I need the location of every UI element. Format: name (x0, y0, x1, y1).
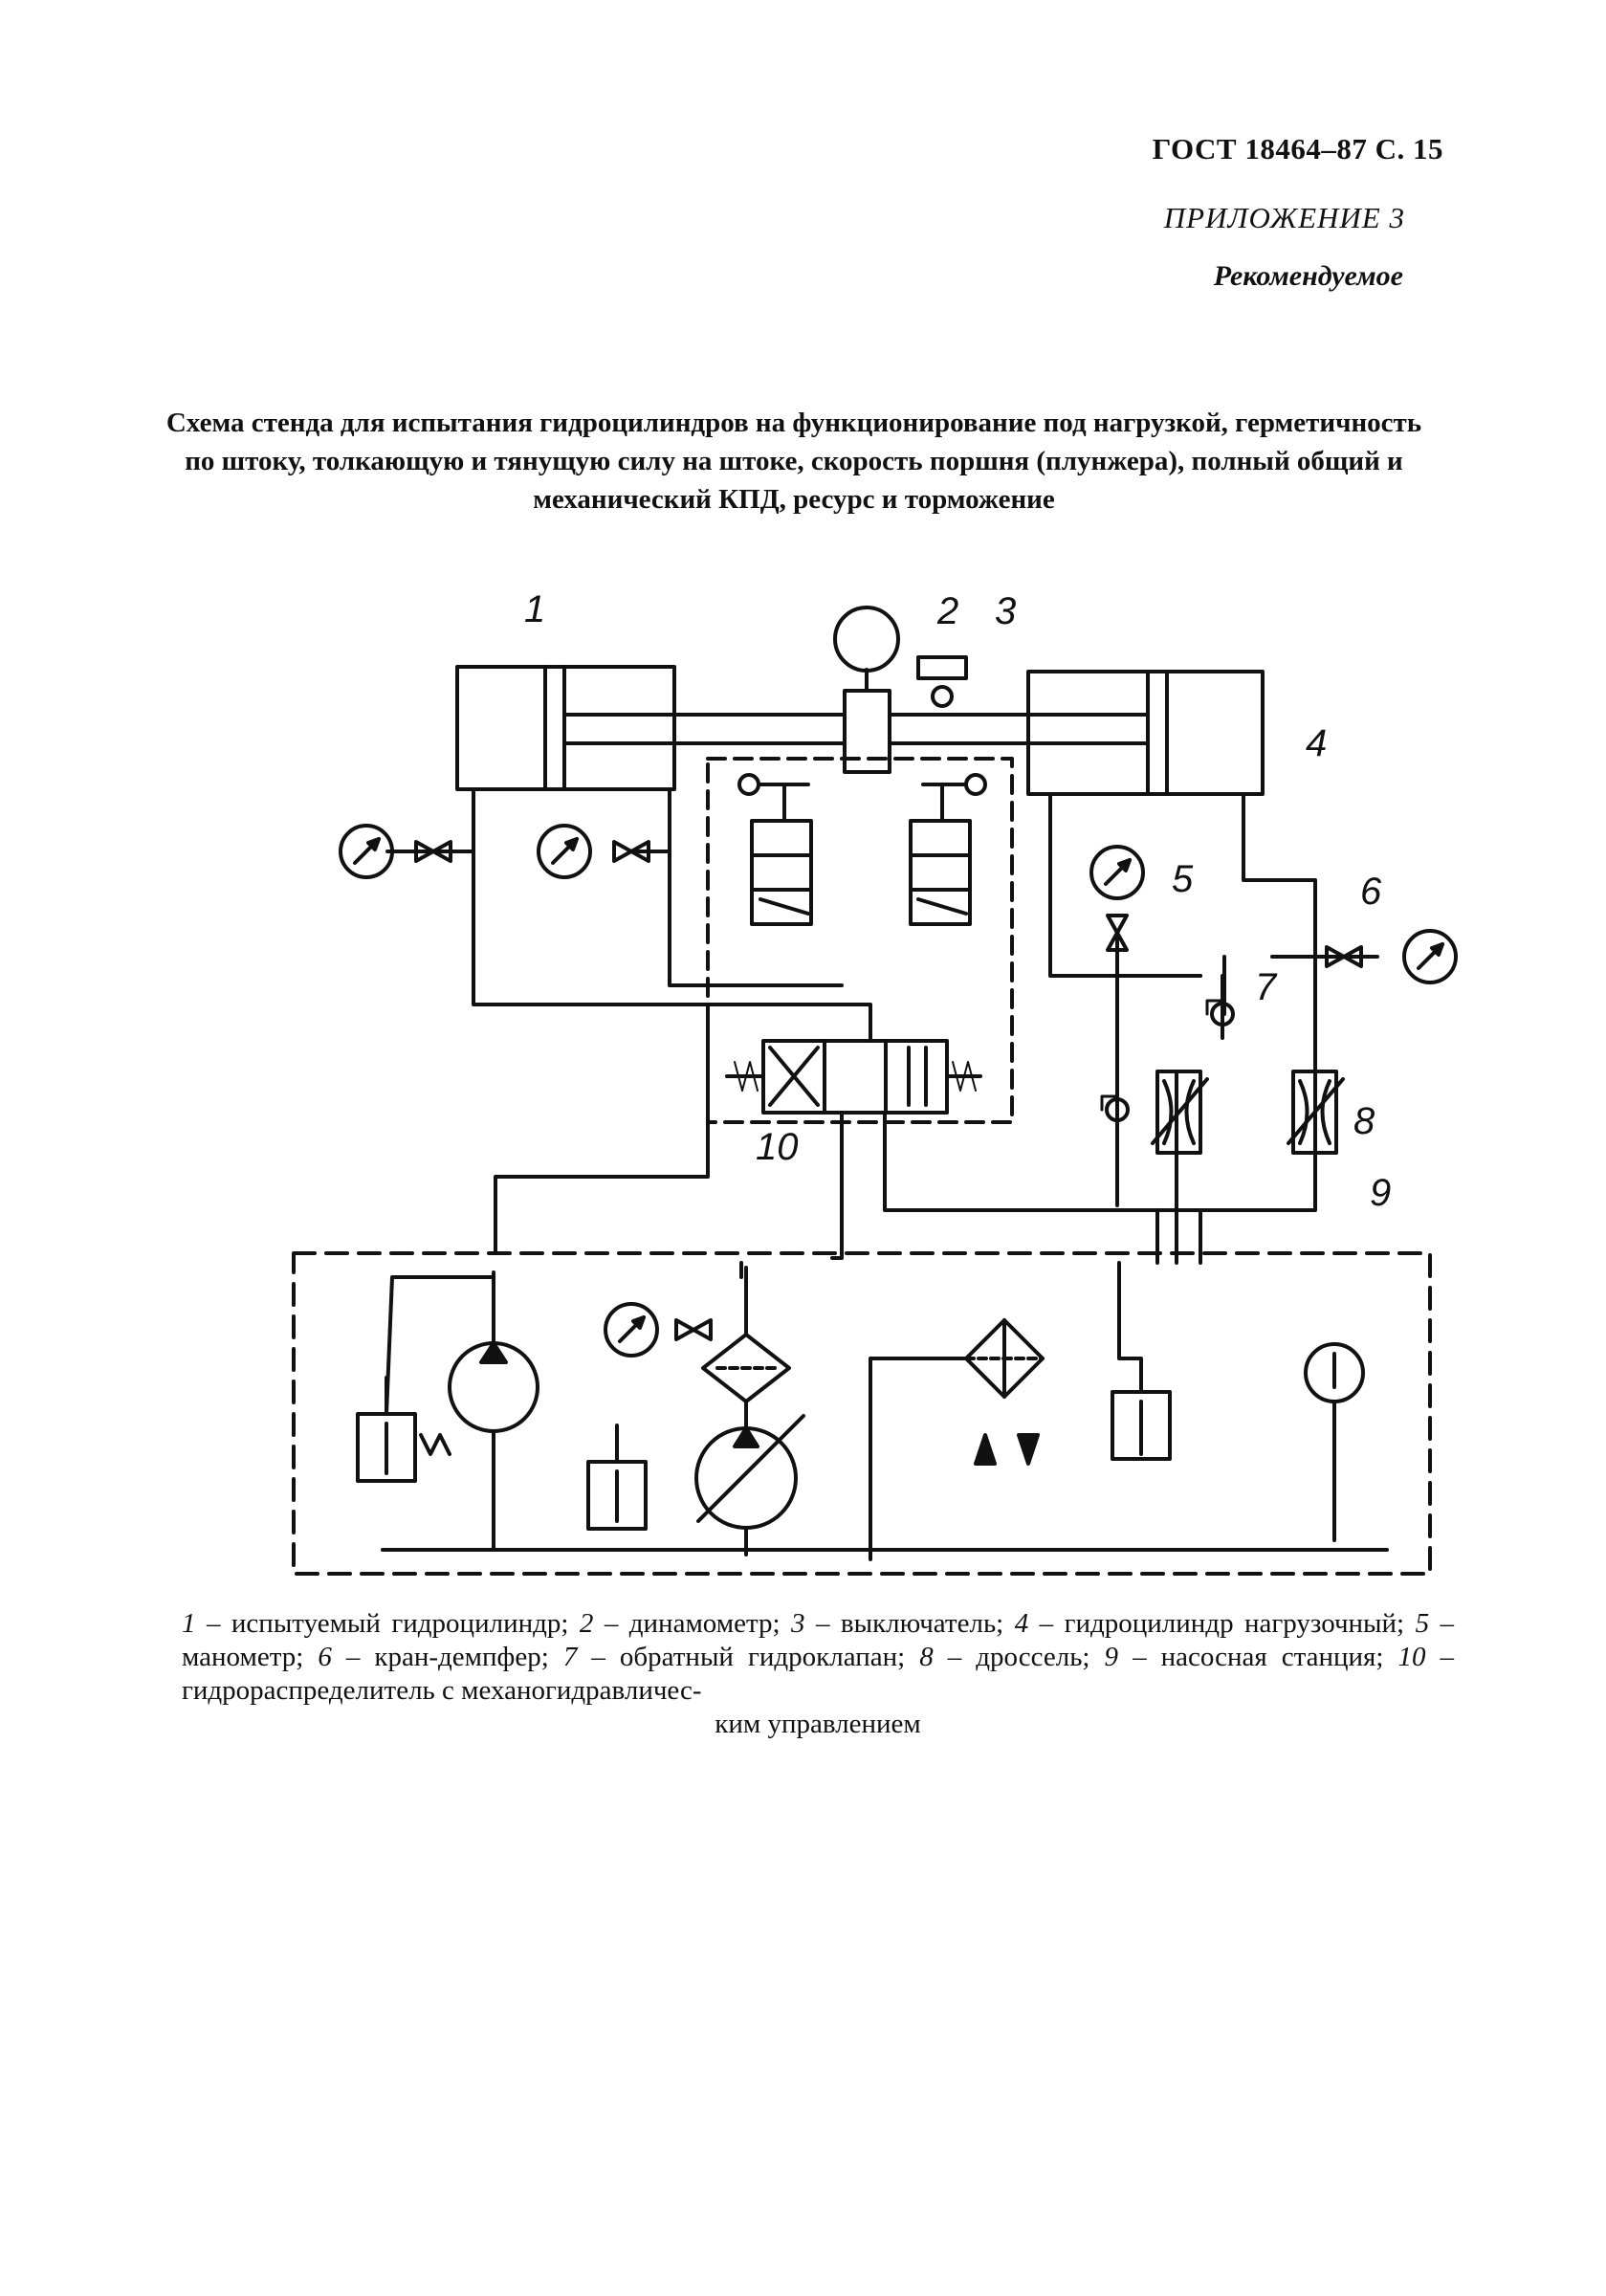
check-valve-icon (1205, 999, 1235, 1027)
label-5: 5 (1172, 858, 1194, 900)
relief-valve-icon (356, 1275, 495, 1483)
caption-text-10: – гидрораспределитель с механогидравличе… (182, 1642, 1455, 1706)
caption-text-8: – дроссель; (933, 1642, 1105, 1672)
distributor-frame (706, 757, 1014, 1124)
switch (916, 655, 968, 708)
caption-text-4: – гидроцилиндр нагрузочный; (1028, 1608, 1416, 1639)
figure-caption: 1 – испытуемый гидроцилиндр; 2 – динамом… (182, 1607, 1454, 1741)
check-valve-icon (1100, 1094, 1130, 1122)
caption-num-7: 7 (562, 1642, 578, 1672)
caption-text-6: – кран-демпфер; (331, 1642, 563, 1672)
caption-num-8: 8 (919, 1642, 934, 1672)
label-2: 2 (936, 590, 958, 632)
pilot-valve-left (737, 773, 813, 926)
caption-num-9: 9 (1104, 1642, 1119, 1672)
dynamometer (833, 606, 900, 774)
label-8: 8 (1353, 1100, 1375, 1142)
caption-last-line: ким управлением (715, 1709, 921, 1739)
caption-text-9: – насосная станция; (1118, 1642, 1398, 1672)
pressure-gauge-icon (339, 824, 394, 879)
caption-num-2: 2 (579, 1608, 594, 1639)
pilot-valve-right (909, 773, 987, 926)
figure-title: Схема стенда для испытания гидроцилиндро… (165, 408, 1422, 515)
label-10: 10 (756, 1126, 799, 1168)
caption-num-10: 10 (1397, 1642, 1426, 1672)
relief-valve-icon (586, 1424, 648, 1531)
appendix-status: Рекомендуемое (1213, 260, 1403, 292)
main-distributor-icon (725, 1039, 982, 1115)
caption-num-3: 3 (791, 1608, 805, 1639)
label-4: 4 (1306, 722, 1327, 764)
standard-number: ГОСТ 18464–87 С. 15 (1152, 132, 1443, 166)
caption-num-1: 1 (182, 1608, 196, 1639)
caption-text-5: – манометр; (182, 1608, 1455, 1672)
pressure-gauge-icon (1402, 929, 1458, 984)
caption-num-5: 5 (1415, 1608, 1430, 1639)
pressure-gauge-icon (537, 824, 592, 879)
caption-text-7: – обратный гидроклапан; (577, 1642, 920, 1672)
pump-station-frame (292, 1251, 1432, 1576)
label-6: 6 (1360, 871, 1382, 913)
pump-icon (448, 1270, 539, 1552)
caption-num-6: 6 (318, 1642, 332, 1672)
load-cylinder (888, 670, 1265, 796)
heat-exchanger-icon (869, 1318, 1045, 1561)
throttle-icon (1287, 1070, 1345, 1155)
test-cylinder (455, 665, 847, 791)
thermometer-icon (1304, 1342, 1365, 1542)
label-7: 7 (1255, 966, 1278, 1008)
label-9: 9 (1370, 1172, 1391, 1214)
valve-icon (674, 1318, 713, 1341)
label-1: 1 (524, 588, 545, 630)
variable-pump-icon (694, 1400, 805, 1556)
caption-text-2: – динамометр; (593, 1608, 792, 1639)
caption-text-1: – испытуемый гидроцилиндр; (195, 1608, 580, 1639)
caption-text-3: – выключатель; (804, 1608, 1015, 1639)
pipelines (385, 787, 1379, 1279)
filter-icon (701, 1266, 791, 1403)
pressure-gauge-icon (604, 1302, 659, 1358)
relief-valve-icon (1111, 1261, 1172, 1461)
label-3: 3 (995, 590, 1016, 632)
manometer-icon (1089, 845, 1145, 900)
throttle-icon (1151, 1070, 1209, 1155)
caption-num-4: 4 (1014, 1608, 1029, 1639)
appendix-title: ПРИЛОЖЕНИЕ 3 (1163, 201, 1405, 234)
